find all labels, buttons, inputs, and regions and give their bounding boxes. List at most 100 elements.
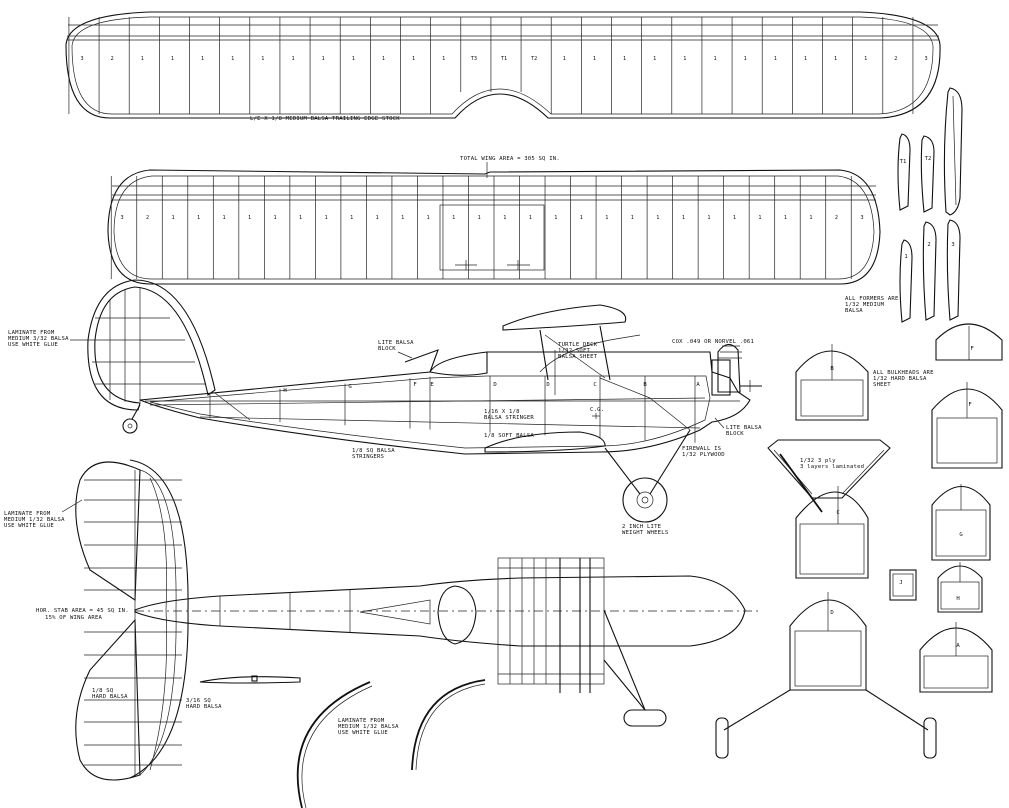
bulkhead-label: D — [830, 610, 834, 616]
lower-wing-rib-label: 1 — [274, 215, 277, 221]
upper-wing-rib-label: 1 — [382, 56, 385, 62]
lower-wing-rib-label: 3 — [860, 215, 863, 221]
lower-wing-rib-label: 1 — [631, 215, 634, 221]
stringer-note: BALSA STRINGER — [484, 415, 534, 421]
fuselage-station: H — [283, 388, 286, 394]
soft-balsa-note: 1/8 SOFT BALSA — [484, 433, 534, 439]
lower-wing-rib-label: 1 — [197, 215, 200, 221]
hard-balsa-right-note: 3/16 SQ — [186, 698, 211, 704]
lower-wing-rib-label: 1 — [682, 215, 685, 221]
top-view: LAMINATE FROM MEDIUM 1/32 BALSA USE WHIT… — [4, 459, 760, 781]
upper-wing-rib-label: T1 — [501, 56, 507, 62]
rib-part-label: 1 — [904, 254, 907, 260]
formers-note: 1/32 MEDIUM — [845, 302, 885, 308]
bulkheads-note: 1/32 HARD BALSA — [873, 376, 927, 382]
upper-wing-rib-label: 1 — [171, 56, 174, 62]
firewall-note: FIREWALL IS — [682, 446, 721, 452]
upper-wing-rib-label: 1 — [864, 56, 867, 62]
lower-wing-rib-label: 1 — [223, 215, 226, 221]
lite-block-nose-note: BLOCK — [726, 431, 744, 437]
upper-wing-rib-label: 1 — [653, 56, 656, 62]
upper-wing-rib-label: 2 — [894, 56, 897, 62]
stringers-note: 1/8 SQ BALSA — [352, 448, 395, 454]
lower-wing-rib-label: 1 — [299, 215, 302, 221]
rudder-laminate-note: USE WHITE GLUE — [8, 342, 58, 348]
wheels-note: 2 INCH LITE — [622, 524, 662, 530]
rib-parts: T1 T2 1 2 3 ALL FORMERS ARE 1/32 MEDIUM … — [845, 87, 963, 323]
gear-laminations: LAMINATE FROM MEDIUM 1/32 BALSA USE WHIT… — [296, 679, 486, 808]
upper-wing-rib-label: 1 — [442, 56, 445, 62]
fuselage-station: F — [413, 382, 417, 388]
ply-note: 3 layers laminated — [800, 464, 864, 470]
stringers-note: STRINGERS — [352, 454, 384, 460]
fuselage-station: G — [348, 384, 352, 390]
bulkhead-label: F — [970, 346, 974, 352]
stringer-note: 1/16 X 1/8 — [484, 409, 520, 415]
gear-laminate-note: USE WHITE GLUE — [338, 730, 388, 736]
stab-laminate-note: LAMINATE FROM — [4, 511, 51, 517]
stab-laminate-note: MEDIUM 1/32 BALSA — [4, 517, 65, 523]
lower-wing-rib-label: 1 — [554, 215, 557, 221]
upper-wing-rib-label: 1 — [713, 56, 716, 62]
rib-part-label: 2 — [927, 242, 930, 248]
upper-wing-rib-label: 1 — [261, 56, 264, 62]
fuselage-station: B — [643, 382, 647, 388]
turtle-deck-note: TURTLE DECK — [558, 342, 598, 348]
upper-wing-rib-label: 1 — [744, 56, 747, 62]
lower-wing-rib-label: 1 — [171, 215, 174, 221]
lite-block-nose-note: LITE BALSA — [726, 425, 762, 431]
bulkhead-label: B — [830, 366, 834, 372]
upper-wing-rib-label: 2 — [111, 56, 114, 62]
firewall-note: 1/32 PLYWOOD — [682, 452, 725, 458]
rudder-laminate-note: LAMINATE FROM — [8, 330, 55, 336]
upper-wing-rib-label: 1 — [291, 56, 294, 62]
lower-wing-rib-label: 1 — [503, 215, 506, 221]
lower-wing-rib-label: 3 — [120, 215, 123, 221]
bulkhead-label: G — [959, 532, 963, 538]
lower-wing-rib-label: 1 — [325, 215, 328, 221]
upper-wing-rib-label: 1 — [774, 56, 777, 62]
upper-wing-rib-label: 1 — [231, 56, 234, 62]
upper-wing-rib-label: 1 — [141, 56, 144, 62]
wheels-note: WEIGHT WHEELS — [622, 530, 668, 536]
lower-wing-rib-label: 1 — [784, 215, 787, 221]
bulkhead-label: C — [836, 510, 839, 516]
rib-part-label: T2 — [925, 156, 932, 162]
lower-wing-rib-label: 1 — [248, 215, 251, 221]
stab-area-note: 15% OF WING AREA — [45, 615, 103, 621]
bulkheads: F B F C G J H A D — [715, 323, 1003, 759]
fuselage-station: D — [493, 382, 497, 388]
lower-wing-rib-label: 1 — [605, 215, 608, 221]
turtle-deck-note: BALSA SHEET — [558, 354, 598, 360]
wing-area-note: TOTAL WING AREA = 305 SQ IN. — [460, 156, 560, 162]
lite-block-top-note: LITE BALSA — [378, 340, 414, 346]
lower-wing-rib-label: 1 — [529, 215, 532, 221]
side-view: H G F E D D C B A LAMINATE FROM MEDIUM 3… — [8, 279, 762, 536]
hard-balsa-left-note: HARD BALSA — [92, 694, 128, 700]
fuselage-station: E — [430, 382, 434, 388]
lower-wing-rib-label: 1 — [580, 215, 583, 221]
engine-note: COX .049 OR NORVEL .061 — [672, 339, 754, 345]
rudder-laminate-note: MEDIUM 3/32 BALSA — [8, 336, 69, 342]
upper-wing-rib-label: 1 — [593, 56, 596, 62]
hard-balsa-left-note: 1/8 SQ — [92, 688, 114, 694]
lower-wing-rib-label: 1 — [809, 215, 812, 221]
upper-wing-rib-label: 1 — [683, 56, 686, 62]
stab-area-note: HOR. STAB AREA = 45 SQ IN. — [36, 608, 129, 614]
rib-part-label: 3 — [951, 242, 954, 248]
upper-wing-rib-label: 1 — [412, 56, 415, 62]
upper-wing-rib-label: 1 — [623, 56, 626, 62]
lower-wing-rib-label: 1 — [401, 215, 404, 221]
upper-wing-rib-label: 1 — [201, 56, 204, 62]
upper-wing-rib-label: 1 — [804, 56, 807, 62]
upper-wing-rib-label: T2 — [531, 56, 537, 62]
lower-wing-rib-label: 1 — [758, 215, 761, 221]
cg-mark: C.G. — [590, 407, 604, 413]
formers-note: BALSA — [845, 308, 863, 314]
gear-laminate-note: LAMINATE FROM — [338, 718, 385, 724]
turtle-deck-note: 1/32 SOFT — [558, 348, 591, 354]
lower-wing-rib-label: 1 — [452, 215, 455, 221]
bulkheads-note: ALL BULKHEADS ARE — [873, 370, 934, 376]
